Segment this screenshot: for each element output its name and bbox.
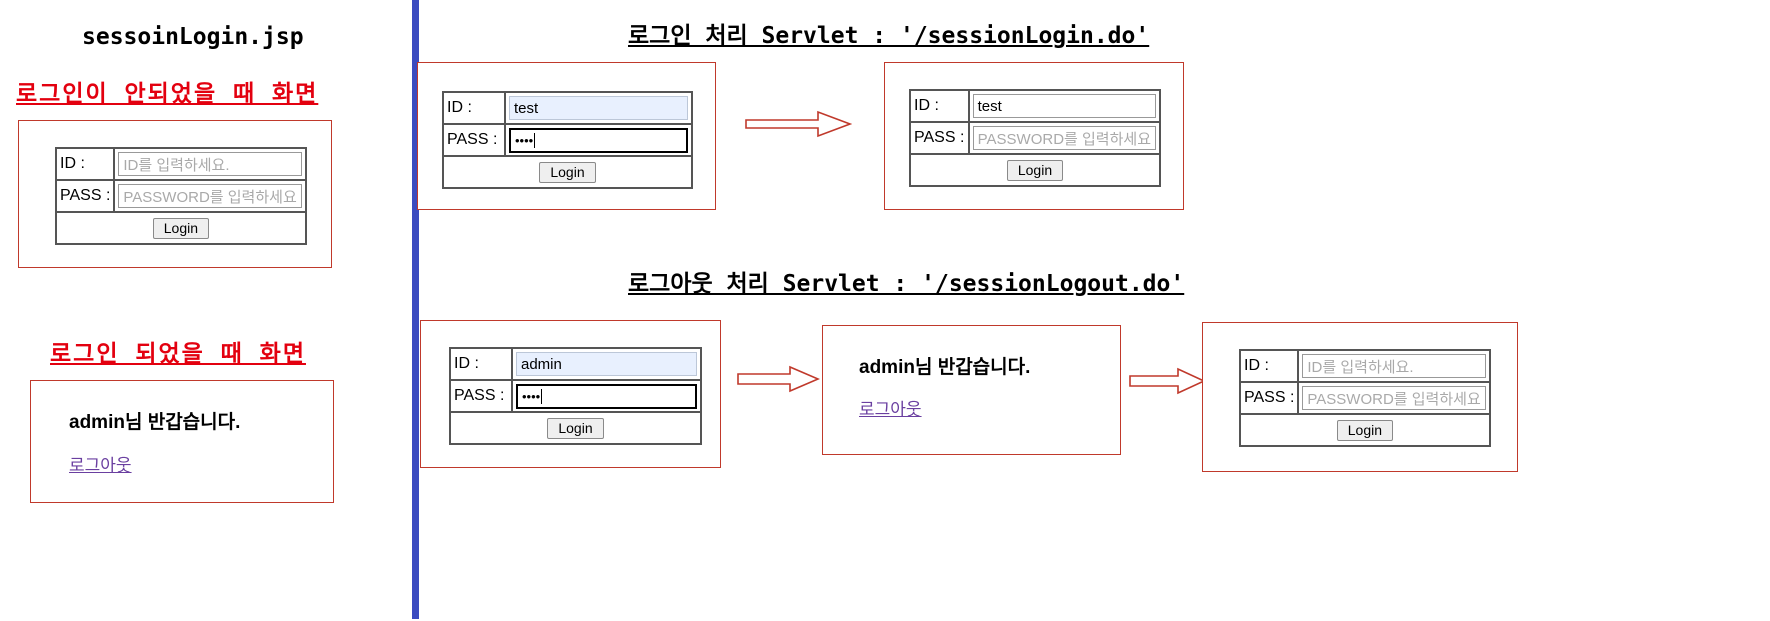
login-button[interactable]: Login: [1336, 419, 1394, 441]
table-row: PASS : PASSWORD를 입력하세요: [1240, 382, 1490, 414]
panel-logout-step2: admin님 반갑습니다. 로그아웃: [822, 325, 1121, 455]
table-row: Login: [450, 412, 701, 444]
pass-input[interactable]: PASSWORD를 입력하세요: [118, 184, 302, 208]
pass-field-cell: PASSWORD를 입력하세요: [1298, 382, 1490, 414]
id-label: ID :: [1240, 350, 1299, 382]
pass-field-cell: ••••: [512, 380, 701, 412]
pass-label: PASS :: [910, 122, 969, 154]
id-label: ID :: [910, 90, 969, 122]
login-button[interactable]: Login: [1006, 159, 1064, 181]
button-cell: Login: [56, 212, 306, 244]
logout-link[interactable]: 로그아웃: [859, 400, 922, 419]
id-input[interactable]: test: [509, 96, 688, 120]
button-cell: Login: [443, 156, 692, 188]
id-field-cell: ID를 입력하세요.: [114, 148, 306, 180]
arrow-right-icon: [737, 365, 820, 393]
id-input[interactable]: test: [972, 94, 1156, 118]
pass-masked-value: ••••: [515, 132, 534, 148]
pass-label: PASS :: [56, 180, 115, 212]
welcome-message: admin님 반갑습니다.: [69, 412, 241, 433]
button-cell: Login: [910, 154, 1160, 186]
heading-logged-out: 로그인이 안되었을 때 화면: [16, 81, 319, 107]
panel-logout-step3: ID : ID를 입력하세요. PASS : PASSWORD를 입력하세요 L…: [1202, 322, 1518, 472]
id-field-cell: test: [968, 90, 1160, 122]
pass-input[interactable]: PASSWORD를 입력하세요: [972, 126, 1156, 150]
panel-login-after: ID : test PASS : PASSWORD를 입력하세요 Login: [884, 62, 1184, 210]
column-divider: [412, 0, 419, 619]
table-row: ID : test: [910, 90, 1160, 122]
logout-flow-title: 로그아웃 처리 Servlet : '/sessionLogout.do': [628, 271, 1185, 297]
text-caret: [534, 132, 536, 148]
button-cell: Login: [450, 412, 701, 444]
table-row: Login: [56, 212, 306, 244]
table-row: PASS : PASSWORD를 입력하세요: [56, 180, 306, 212]
pass-field-cell: PASSWORD를 입력하세요: [968, 122, 1160, 154]
table-row: Login: [910, 154, 1160, 186]
arrow-right-icon: [1129, 367, 1206, 395]
id-label: ID :: [56, 148, 115, 180]
text-caret: [541, 388, 543, 404]
panel-login-before: ID : test PASS : •••• Login: [417, 62, 716, 210]
table-row: ID : ID를 입력하세요.: [1240, 350, 1490, 382]
pass-masked-value: ••••: [522, 388, 541, 404]
table-row: Login: [1240, 414, 1490, 446]
id-input[interactable]: admin: [516, 352, 697, 376]
table-row: Login: [443, 156, 692, 188]
login-form-after: ID : test PASS : PASSWORD를 입력하세요 Login: [909, 89, 1161, 187]
login-flow-title: 로그인 처리 Servlet : '/sessionLogin.do': [628, 23, 1150, 49]
id-input[interactable]: ID를 입력하세요.: [1302, 354, 1486, 378]
id-label: ID :: [443, 92, 505, 124]
pass-input[interactable]: PASSWORD를 입력하세요: [1302, 386, 1486, 410]
id-field-cell: test: [505, 92, 692, 124]
panel-logout-step1: ID : admin PASS : •••• Login: [420, 320, 721, 468]
table-row: PASS : ••••: [443, 124, 692, 156]
login-button[interactable]: Login: [152, 217, 210, 239]
table-row: ID : admin: [450, 348, 701, 380]
logout-link[interactable]: 로그아웃: [69, 456, 132, 475]
pass-input[interactable]: ••••: [516, 383, 697, 409]
login-button[interactable]: Login: [547, 417, 604, 439]
arrow-right-icon: [745, 110, 852, 138]
panel-logged-out: ID : ID를 입력하세요. PASS : PASSWORD를 입력하세요 L…: [18, 120, 332, 268]
login-form-logged-out: ID : ID를 입력하세요. PASS : PASSWORD를 입력하세요 L…: [55, 147, 307, 245]
id-label: ID :: [450, 348, 512, 380]
pass-label: PASS :: [450, 380, 512, 412]
id-field-cell: admin: [512, 348, 701, 380]
table-row: ID : test: [443, 92, 692, 124]
heading-logged-in: 로그인 되었을 때 화면: [50, 341, 306, 367]
login-form-logout-step1: ID : admin PASS : •••• Login: [449, 347, 702, 445]
button-cell: Login: [1240, 414, 1490, 446]
pass-field-cell: PASSWORD를 입력하세요: [114, 180, 306, 212]
panel-logged-in: admin님 반갑습니다. 로그아웃: [30, 380, 334, 503]
login-button[interactable]: Login: [539, 161, 596, 183]
welcome-message: admin님 반갑습니다.: [859, 357, 1031, 378]
id-input[interactable]: ID를 입력하세요.: [118, 152, 302, 176]
page-title: sessoinLogin.jsp: [82, 24, 304, 50]
pass-label: PASS :: [443, 124, 505, 156]
pass-label: PASS :: [1240, 382, 1299, 414]
login-form-before: ID : test PASS : •••• Login: [442, 91, 693, 189]
table-row: ID : ID를 입력하세요.: [56, 148, 306, 180]
pass-field-cell: ••••: [505, 124, 692, 156]
login-form-logout-step3: ID : ID를 입력하세요. PASS : PASSWORD를 입력하세요 L…: [1239, 349, 1491, 447]
id-field-cell: ID를 입력하세요.: [1298, 350, 1490, 382]
table-row: PASS : PASSWORD를 입력하세요: [910, 122, 1160, 154]
table-row: PASS : ••••: [450, 380, 701, 412]
pass-input[interactable]: ••••: [509, 127, 688, 153]
